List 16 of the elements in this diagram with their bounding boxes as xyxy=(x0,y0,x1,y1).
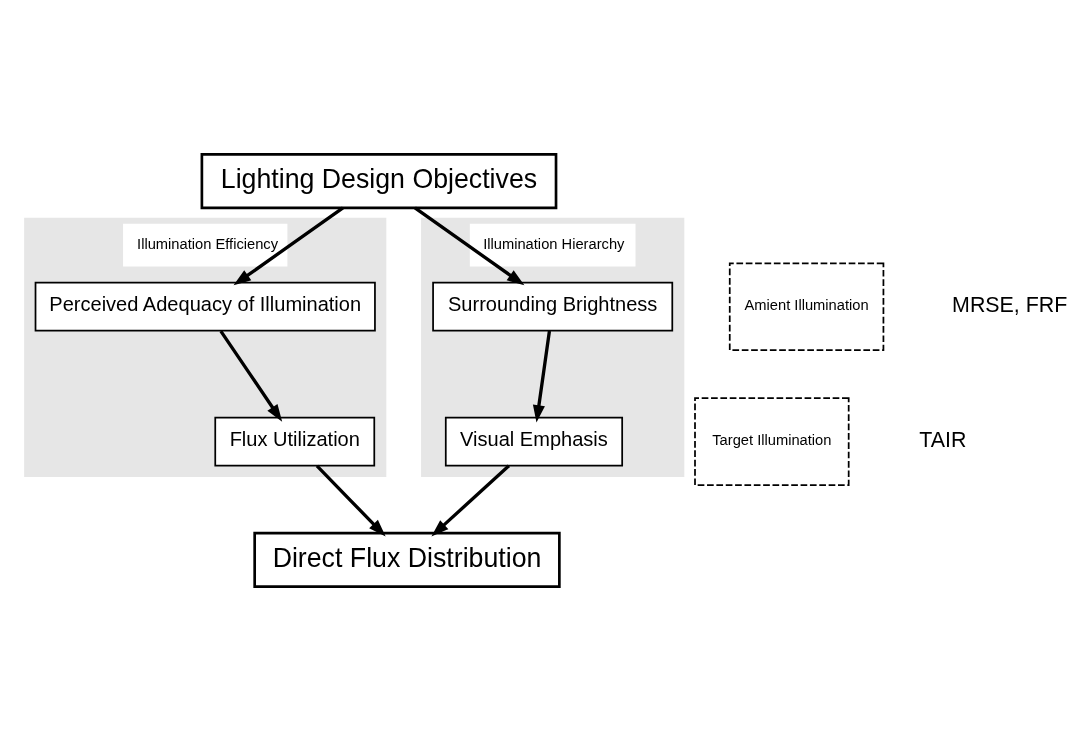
node-label: MRSE, FRF xyxy=(952,292,1068,317)
node-box: Lighting Design Objectives xyxy=(200,152,558,209)
node-box: Perceived Adequacy of Illumination xyxy=(34,281,376,332)
arrow xyxy=(315,464,386,537)
arrow xyxy=(233,206,344,285)
node-box: Direct Flux Distribution xyxy=(253,531,561,588)
node-box: Target Illumination xyxy=(694,396,850,486)
node-box: Amient Illumination xyxy=(728,261,885,351)
node-box: Visual Emphasis xyxy=(444,416,624,467)
arrow xyxy=(414,206,525,285)
arrow xyxy=(431,464,510,536)
arrow xyxy=(532,330,552,423)
node-box: Surrounding Brightness xyxy=(432,281,674,332)
node-label: TAIR xyxy=(919,427,967,452)
node-box: Flux Utilization xyxy=(214,416,376,467)
arrow xyxy=(219,329,283,422)
